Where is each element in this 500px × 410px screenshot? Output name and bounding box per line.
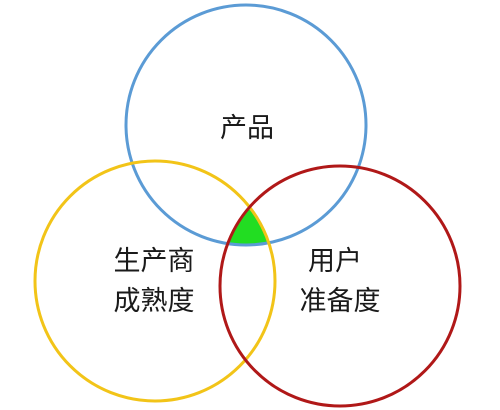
circle-user-readiness [218,164,462,408]
label-user-readiness-line2: 准备度 [300,286,381,317]
label-producer-maturity-line1: 生产商 [114,246,195,277]
circle-producer-maturity [33,159,277,403]
label-product: 产品 [220,113,274,144]
label-producer-maturity-line2: 成熟度 [114,286,195,317]
circle-product [124,3,368,247]
label-user-readiness-line1: 用户 [308,246,362,277]
